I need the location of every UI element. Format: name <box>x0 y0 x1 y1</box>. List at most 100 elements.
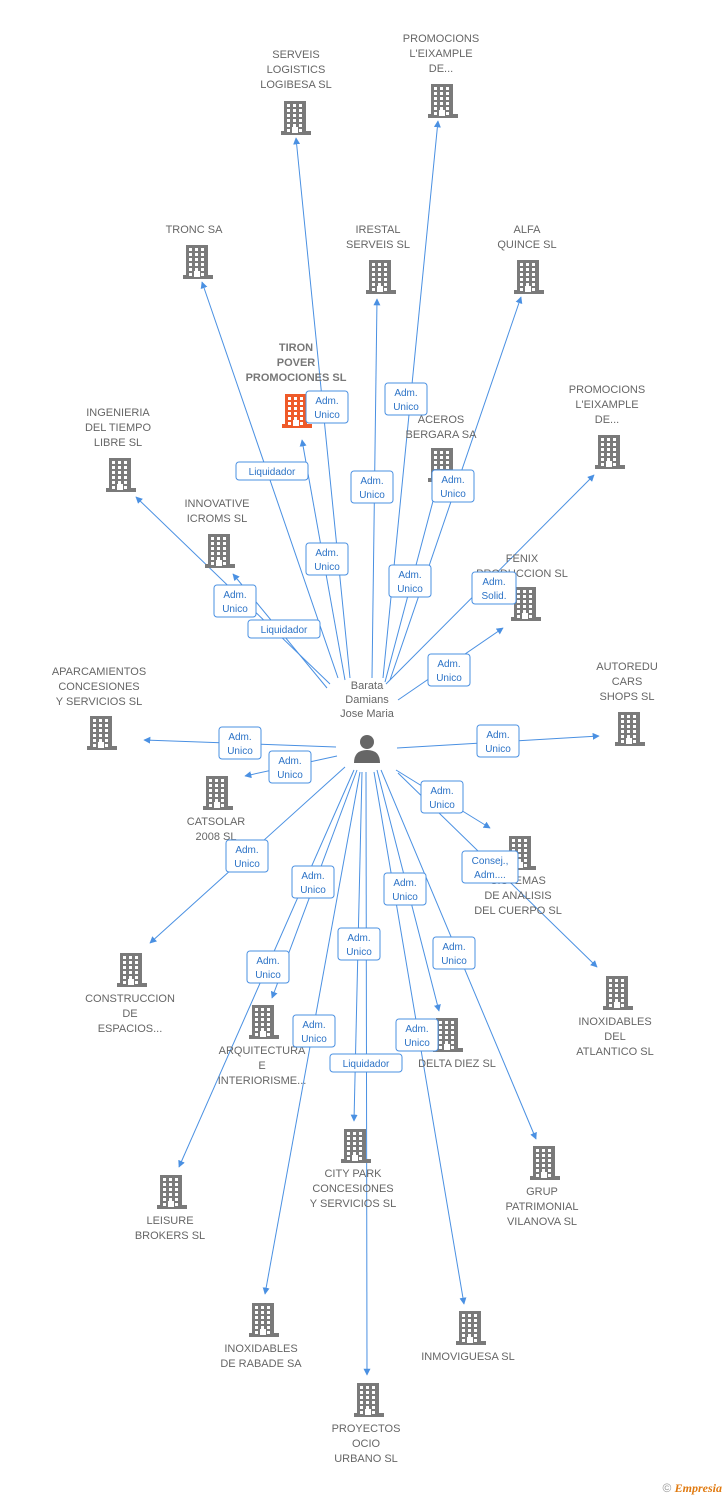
role-badge[interactable]: Adm.Unico <box>383 872 427 906</box>
building-icon[interactable] <box>87 716 117 750</box>
role-badge[interactable]: Adm.Unico <box>268 750 312 784</box>
role-badge[interactable]: Adm.Unico <box>432 936 476 970</box>
building-icon[interactable] <box>366 260 396 294</box>
building-icon[interactable] <box>514 260 544 294</box>
building-icon[interactable] <box>530 1146 560 1180</box>
building-icon[interactable] <box>157 1175 187 1209</box>
role-badge[interactable]: Adm.Unico <box>350 470 394 504</box>
building-icon[interactable] <box>183 245 213 279</box>
building-icon[interactable] <box>203 776 233 810</box>
role-badge[interactable]: Adm.Unico <box>388 564 432 598</box>
role-badge[interactable]: Adm.Unico <box>420 780 464 814</box>
company-node-delta-diez[interactable]: DELTA DIEZ SL <box>418 1018 496 1070</box>
building-icon[interactable] <box>249 1303 279 1337</box>
role-badge[interactable]: Adm.Unico <box>384 382 428 416</box>
role-badge[interactable]: Adm.Unico <box>218 726 262 760</box>
role-badge[interactable]: Adm.Unico <box>213 584 257 618</box>
building-icon[interactable] <box>205 534 235 568</box>
building-icon[interactable] <box>282 394 312 428</box>
role-badge[interactable]: Consej.,Adm.... <box>461 850 519 884</box>
building-icon[interactable] <box>341 1129 371 1163</box>
building-icon[interactable] <box>456 1311 486 1345</box>
company-label[interactable]: DELTA DIEZ SL <box>418 1058 496 1070</box>
role-badge[interactable]: Liquidador <box>329 1053 403 1073</box>
company-node-inmoviguesa[interactable]: INMOVIGUESA SL <box>421 1311 515 1363</box>
role-badge[interactable]: Adm.Unico <box>427 653 471 687</box>
role-badge[interactable]: Liquidador <box>247 619 321 639</box>
empresia-logo[interactable]: Empresia <box>674 1481 722 1495</box>
person-name-line: Barata <box>351 680 384 692</box>
role-badge[interactable]: Adm.Unico <box>431 469 475 503</box>
role-badge[interactable]: Adm.Unico <box>305 542 349 576</box>
role-badge[interactable]: Adm.Unico <box>225 839 269 873</box>
building-icon[interactable] <box>281 101 311 135</box>
role-badge[interactable]: Adm.Unico <box>337 927 381 961</box>
role-badge[interactable]: Adm.Unico <box>246 950 290 984</box>
role-badge[interactable]: Liquidador <box>235 461 309 481</box>
building-icon[interactable] <box>511 587 541 621</box>
person-icon[interactable] <box>354 735 380 763</box>
company-label-line: CITY PARK <box>324 1168 382 1180</box>
building-icon[interactable] <box>428 84 458 118</box>
role-badge[interactable]: Adm.Unico <box>395 1018 439 1052</box>
building-icon[interactable] <box>595 435 625 469</box>
company-label[interactable]: INMOVIGUESA SL <box>421 1351 515 1363</box>
building-icon[interactable] <box>603 976 633 1010</box>
building-icon[interactable] <box>106 458 136 492</box>
role-badge[interactable]: Adm.Unico <box>476 724 520 758</box>
building-icon[interactable] <box>354 1383 384 1417</box>
role-badge[interactable]: Adm.Unico <box>291 865 335 899</box>
role-badge[interactable]: Adm.Unico <box>292 1014 336 1048</box>
building-icon[interactable] <box>433 1018 463 1052</box>
building-icon[interactable] <box>615 712 645 746</box>
company-label[interactable]: TRONC SA <box>166 224 224 236</box>
building-icon[interactable] <box>117 953 147 987</box>
building-icon[interactable] <box>249 1005 279 1039</box>
role-badge[interactable]: Adm.Unico <box>305 390 349 424</box>
role-badge[interactable]: Adm.Solid. <box>471 571 517 605</box>
company-node-tronc[interactable]: TRONC SA <box>166 224 224 279</box>
